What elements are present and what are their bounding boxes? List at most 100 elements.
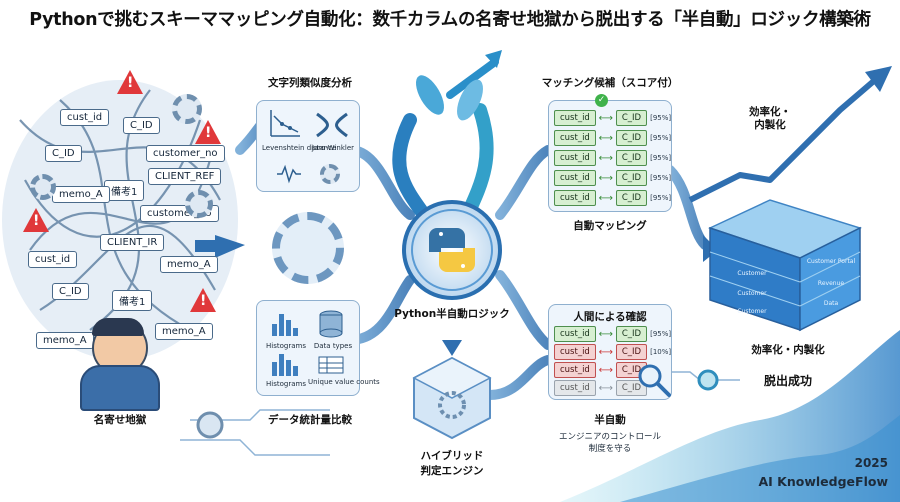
hybrid-engine-label-1: ハイブリッド	[420, 450, 484, 462]
chaos-tag: CLIENT_REF	[148, 168, 222, 185]
candidate-row: cust_id⟷C_ID[95%]	[554, 110, 671, 126]
target-column: C_ID	[615, 130, 648, 146]
review-row[interactable]: cust_id⟷C_ID	[554, 362, 650, 378]
growth-arrowhead	[865, 66, 892, 92]
source-column: cust_id	[554, 110, 596, 126]
page-title: Pythonで挑むスキーママッピング自動化：数千カラムの名寄せ地獄から脱出する「…	[29, 10, 871, 30]
string-analysis-label: 文字列類似度分析	[268, 77, 352, 89]
growth-arrow	[688, 77, 877, 203]
review-row[interactable]: cust_id⟷C_ID[95%]	[554, 326, 671, 342]
histogram-icon	[272, 314, 298, 336]
match-score: [95%]	[650, 330, 672, 338]
target-column: C_ID	[615, 190, 648, 206]
match-arrow-icon: ⟷	[598, 364, 614, 376]
histograms-label: Histograms	[266, 342, 306, 350]
semi-auto-label: 半自動	[594, 414, 626, 426]
match-arrow-icon: ⟷	[598, 382, 614, 394]
match-score: [95%]	[650, 154, 672, 162]
waveform-icon	[277, 164, 301, 184]
outcome-label: 効率化・内製化	[751, 344, 825, 356]
magnifier-icon	[638, 364, 671, 397]
candidates-label: マッチング候補（スコア付）	[541, 77, 679, 89]
chaos-tag: C_ID	[45, 145, 82, 162]
match-score: [95%]	[650, 134, 672, 142]
jaro-winkler-label: Jaro-Winkler	[311, 144, 355, 152]
server-block-label: Customer	[737, 308, 767, 315]
match-score: [95%]	[650, 194, 672, 202]
wave-shape	[620, 415, 900, 502]
core-logic-label: Python半自動ロジック	[394, 308, 510, 320]
source-column: cust_id	[554, 362, 596, 378]
target-column: C_ID	[615, 326, 648, 342]
candidate-row: cust_id⟷C_ID[95%]	[554, 190, 671, 206]
source-column: cust_id	[554, 130, 596, 146]
candidate-row: cust_id⟷C_ID[95%]	[554, 130, 671, 146]
gear-icon	[320, 164, 340, 184]
review-row[interactable]: cust_id⟷C_ID[10%]	[554, 344, 671, 360]
python-core-graphic	[392, 50, 502, 300]
string-analysis-panel	[256, 100, 360, 192]
review-label: 人間による確認	[573, 311, 647, 323]
match-arrow-icon: ⟷	[598, 346, 614, 358]
chaos-tag: memo_A	[160, 256, 218, 273]
match-arrow-icon: ⟷	[598, 112, 614, 124]
data-types-icon	[319, 310, 343, 338]
flow-arrow-shaft	[195, 240, 219, 252]
escape-success-label: 脱出成功	[763, 374, 812, 388]
precision-label: 制度を守る	[588, 444, 632, 454]
levenshtein-label: Levenshtein distance	[262, 144, 337, 152]
gear-icon	[185, 190, 213, 218]
hybrid-engine-cube	[412, 356, 492, 440]
match-score: [10%]	[650, 348, 672, 356]
match-arrow-icon: ⟷	[598, 132, 614, 144]
footer-brand: AI KnowledgeFlow	[758, 474, 889, 489]
match-score: [95%]	[650, 114, 672, 122]
candidate-row: cust_id⟷C_ID[95%]	[554, 170, 671, 186]
server-stack	[707, 199, 863, 332]
flow-arrowhead	[215, 235, 245, 258]
histogram-icon	[272, 354, 298, 376]
chaos-tag: 備考1	[104, 180, 145, 201]
server-block-label: Revenue	[817, 280, 845, 287]
data-types-label: Data types	[313, 342, 353, 350]
outcome-top-label-1: 効率化・	[749, 106, 791, 118]
source-column: cust_id	[554, 344, 596, 360]
chaos-tag: memo_A	[155, 323, 213, 340]
review-row[interactable]: cust_id⟷C_ID	[554, 380, 650, 396]
server-block-label: Customer Portal	[806, 258, 856, 265]
chaos-tag: cust_id	[28, 251, 78, 268]
flow-streams	[235, 115, 710, 400]
engineer-control-label: エンジニアのコントロール	[558, 432, 661, 442]
analysis-gear-icon	[272, 212, 344, 284]
warning-icon: !	[190, 288, 216, 312]
chaos-tag: C_ID	[123, 117, 160, 134]
unique-counts-label: Unique value counts	[308, 378, 380, 386]
node-icon	[697, 369, 719, 391]
match-score: [95%]	[650, 174, 672, 182]
server-block-label: Customer	[737, 290, 767, 297]
candidate-row: cust_id⟷C_ID[95%]	[554, 150, 671, 166]
chaos-tag: CLIENT_IR	[100, 234, 165, 251]
source-column: cust_id	[554, 380, 596, 396]
chaos-label: 名寄せ地獄	[93, 414, 147, 426]
chaos-tag: memo_A	[36, 332, 94, 349]
warning-icon: !	[23, 208, 49, 232]
chaos-tag: cust_id	[60, 109, 110, 126]
gear-icon	[172, 94, 202, 124]
stats-analysis-panel	[256, 300, 360, 396]
server-block-label: Data	[823, 300, 839, 307]
server-block-label: Customer	[737, 270, 767, 277]
check-icon: ✓	[595, 94, 608, 107]
chaos-tag: 備考1	[112, 290, 153, 311]
source-column: cust_id	[554, 170, 596, 186]
chaos-tag: C_ID	[52, 283, 89, 300]
histograms-label: Histograms	[266, 380, 306, 388]
gear-icon	[30, 174, 56, 200]
match-arrow-icon: ⟷	[598, 328, 614, 340]
flow-arrowhead	[442, 340, 462, 356]
target-column: C_ID	[615, 150, 648, 166]
target-column: C_ID	[615, 170, 648, 186]
jaro-winkler-icon	[316, 112, 348, 138]
target-column: C_ID	[615, 380, 648, 396]
levenshtein-chart-icon	[270, 110, 300, 137]
